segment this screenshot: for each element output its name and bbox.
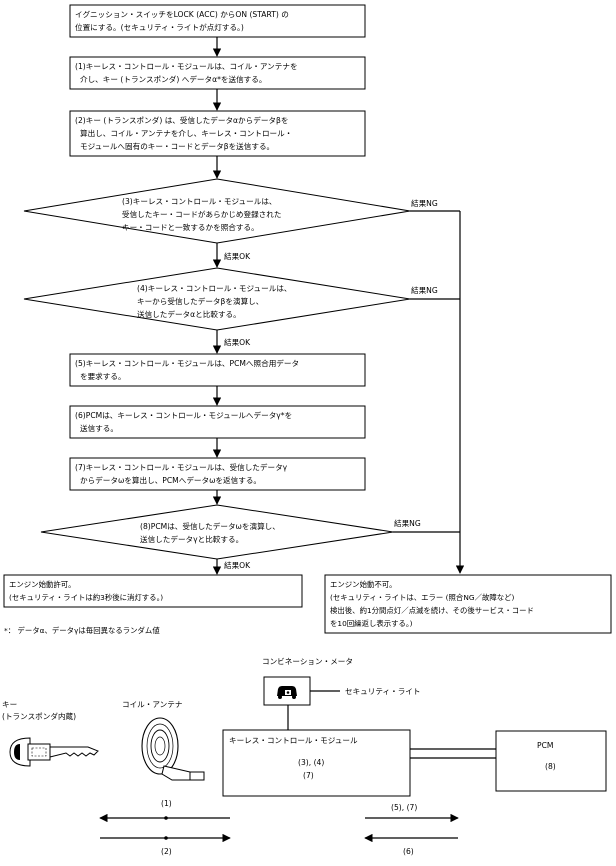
ng-box-line-1: エンジン始動不可。 bbox=[330, 580, 397, 589]
step-7-line-1: (7)キーレス・コントロール・モジュールは、受信したデータγ bbox=[75, 462, 288, 472]
step-8-decision: (8)PCMは、受信したデータωを演算し、 送信したデータγと比較する。 bbox=[40, 504, 394, 560]
pcm-box: PCM (8) bbox=[495, 730, 607, 792]
security-light-icon bbox=[277, 686, 297, 699]
step-7-line-2: からデータωを算出し、PCMへデータωを返信する。 bbox=[80, 475, 261, 485]
ng-box-line-4: を10回繰返し表示する。) bbox=[330, 619, 413, 628]
step-2-box: (2)キー (トランスポンダ) は、受信したデータαからデータβを 算出し、コイ… bbox=[69, 110, 366, 157]
step-8-line-2: 送信したデータγと比較する。 bbox=[140, 534, 243, 544]
security-light-label: セキュリティ・ライト bbox=[345, 687, 420, 696]
result-ok-label: 結果OK bbox=[224, 560, 251, 570]
step-4-line-3: 送信したデータαと比較する。 bbox=[137, 309, 241, 319]
result-ng-label: 結果NG bbox=[411, 198, 438, 208]
result-ok-label: 結果OK bbox=[224, 337, 251, 347]
step-1-line-1: (1)キーレス・コントロール・モジュールは、コイル・アンテナを bbox=[75, 62, 298, 71]
step-4-line-2: キーから受信したデータβを演算し、 bbox=[137, 296, 263, 306]
step-6-line-1: (6)PCMは、キーレス・コントロール・モジュールへデータγ*を bbox=[75, 410, 292, 420]
ng-box-line-2: (セキュリティ・ライトは、エラー (照合NG／故障など) bbox=[330, 593, 515, 602]
ok-box-line-1: エンジン始動許可。 bbox=[9, 580, 76, 589]
result-ng-label: 結果NG bbox=[411, 285, 438, 295]
arrow-1-label: (1) bbox=[161, 799, 172, 808]
module-steps-1: (3), (4) bbox=[298, 758, 324, 767]
footnote: *： データα、データγは毎回異なるランダム値 bbox=[4, 626, 160, 635]
step-5-line-1: (5)キーレス・コントロール・モジュールは、PCMへ照合用データ bbox=[75, 358, 299, 368]
step-2-line-3: モジュールへ固有のキー・コードとデータβを送信する。 bbox=[80, 141, 274, 151]
start-box: イグニッション・スイッチをLOCK (ACC) からON (START) の 位… bbox=[69, 4, 366, 38]
arrow-6-label: (6) bbox=[403, 847, 414, 856]
arrow-1-dot bbox=[164, 816, 168, 820]
arrow-5-7-label: (5), (7) bbox=[391, 803, 417, 812]
step-3-decision: (3)キーレス・コントロール・モジュールは、 受信したキー・コードがあらかじめ登… bbox=[23, 178, 411, 244]
module-steps-2: (7) bbox=[303, 771, 314, 780]
step-5-box: (5)キーレス・コントロール・モジュールは、PCMへ照合用データ を要求する。 bbox=[69, 353, 366, 387]
coil-antenna-label: コイル・アンテナ bbox=[122, 700, 182, 709]
arrow-2-label: (2) bbox=[161, 847, 172, 856]
step-4-decision: (4)キーレス・コントロール・モジュールは、 キーから受信したデータβを演算し、… bbox=[23, 267, 411, 331]
step-2-line-1: (2)キー (トランスポンダ) は、受信したデータαからデータβを bbox=[75, 115, 288, 125]
step-3-line-3: キー・コードと一致するかを照合する。 bbox=[122, 222, 259, 232]
coil-antenna-icon bbox=[141, 717, 205, 781]
result-ok-label: 結果OK bbox=[224, 251, 251, 261]
step-5-line-2: を要求する。 bbox=[80, 371, 126, 381]
combination-meter-label: コンビネーション・メータ bbox=[262, 657, 353, 666]
step-6-box: (6)PCMは、キーレス・コントロール・モジュールへデータγ*を 送信する。 bbox=[69, 405, 366, 439]
keyless-control-module: キーレス・コントロール・モジュール (3), (4) (7) bbox=[222, 729, 411, 797]
step-3-line-2: 受信したキー・コードがあらかじめ登録された bbox=[122, 209, 281, 219]
step-3-line-1: (3)キーレス・コントロール・モジュールは、 bbox=[122, 197, 277, 206]
step-1-line-2: 介し、キー (トランスポンダ) へデータα*を送信する。 bbox=[80, 74, 266, 84]
key-icon bbox=[9, 737, 99, 767]
step-7-box: (7)キーレス・コントロール・モジュールは、受信したデータγ からデータωを算出… bbox=[69, 457, 366, 491]
step-1-box: (1)キーレス・コントロール・モジュールは、コイル・アンテナを 介し、キー (ト… bbox=[69, 56, 366, 90]
arrow-2-dot bbox=[164, 836, 168, 840]
start-line-2: 位置にする。(セキュリティ・ライトが点灯する。) bbox=[75, 22, 244, 32]
ng-box-line-3: 検出後、約1分間点灯／点滅を続け、その後サービス・コード bbox=[330, 606, 534, 615]
start-line-1: イグニッション・スイッチをLOCK (ACC) からON (START) の bbox=[75, 9, 289, 19]
engine-start-ok-box: エンジン始動許可。 (セキュリティ・ライトは約3秒後に消灯する。) bbox=[3, 574, 303, 608]
step-4-line-1: (4)キーレス・コントロール・モジュールは、 bbox=[137, 284, 292, 293]
step-8-line-1: (8)PCMは、受信したデータωを演算し、 bbox=[140, 521, 280, 531]
pcm-label: PCM bbox=[537, 741, 553, 750]
key-label-2: (トランスポンダ内蔵) bbox=[2, 711, 76, 721]
pcm-step: (8) bbox=[545, 762, 556, 771]
key-label-1: キー bbox=[2, 700, 17, 709]
engine-start-ng-box: エンジン始動不可。 (セキュリティ・ライトは、エラー (照合NG／故障など) 検… bbox=[324, 574, 612, 634]
result-ng-label: 結果NG bbox=[394, 518, 421, 528]
step-2-line-2: 算出し、コイル・アンテナを介し、キーレス・コントロール・ bbox=[80, 128, 292, 138]
ok-box-line-2: (セキュリティ・ライトは約3秒後に消灯する。) bbox=[9, 593, 163, 602]
module-label: キーレス・コントロール・モジュール bbox=[229, 736, 358, 745]
step-6-line-2: 送信する。 bbox=[80, 423, 118, 433]
